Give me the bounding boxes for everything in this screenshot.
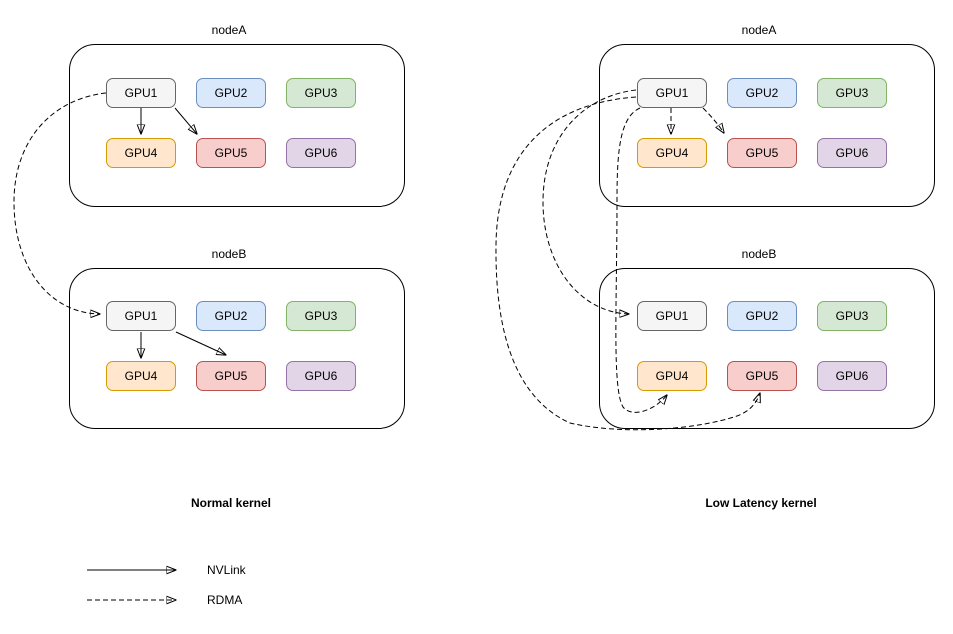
gpu-box-gpu2: GPU2 [196, 78, 266, 108]
gpu-box-gpu4: GPU4 [637, 138, 707, 168]
gpu-label: GPU5 [745, 146, 779, 160]
gpu-box-gpu4: GPU4 [106, 138, 176, 168]
gpu-box-gpu4: GPU4 [106, 361, 176, 391]
gpu-box-gpu1: GPU1 [637, 78, 707, 108]
lowlatency-nodeA-title: nodeA [741, 23, 777, 37]
gpu-box-gpu1: GPU1 [637, 301, 707, 331]
lowlatency-nodeA-box: GPU1 GPU2 GPU3 GPU4 GPU5 GPU6 [599, 44, 935, 207]
gpu-label: GPU1 [655, 86, 689, 100]
gpu-label: GPU6 [835, 146, 869, 160]
gpu-label: GPU4 [124, 369, 158, 383]
gpu-box-gpu2: GPU2 [727, 301, 797, 331]
gpu-box-gpu6: GPU6 [286, 138, 356, 168]
normal-kernel-caption: Normal kernel [190, 496, 272, 510]
gpu-box-gpu6: GPU6 [817, 361, 887, 391]
gpu-label: GPU3 [304, 309, 338, 323]
gpu-box-gpu1: GPU1 [106, 78, 176, 108]
gpu-box-gpu5: GPU5 [196, 361, 266, 391]
gpu-box-gpu3: GPU3 [286, 78, 356, 108]
normal-nodeA-box: GPU1 GPU2 GPU3 GPU4 GPU5 GPU6 [69, 44, 405, 207]
gpu-box-gpu6: GPU6 [817, 138, 887, 168]
normal-nodeA-title: nodeA [211, 23, 247, 37]
normal-nodeB-box: GPU1 GPU2 GPU3 GPU4 GPU5 GPU6 [69, 268, 405, 429]
gpu-label: GPU3 [304, 86, 338, 100]
gpu-label: GPU3 [835, 309, 869, 323]
legend-rdma-label: RDMA [207, 593, 243, 607]
gpu-label: GPU6 [304, 146, 338, 160]
gpu-label: GPU5 [214, 369, 248, 383]
legend-nvlink-label: NVLink [207, 563, 246, 577]
gpu-box-gpu2: GPU2 [727, 78, 797, 108]
lowlatency-nodeB-box: GPU1 GPU2 GPU3 GPU4 GPU5 GPU6 [599, 268, 935, 429]
gpu-box-gpu6: GPU6 [286, 361, 356, 391]
normal-nodeB-title: nodeB [211, 247, 247, 261]
gpu-box-gpu1: GPU1 [106, 301, 176, 331]
gpu-label: GPU4 [124, 146, 158, 160]
gpu-box-gpu5: GPU5 [196, 138, 266, 168]
gpu-label: GPU2 [745, 309, 779, 323]
gpu-box-gpu3: GPU3 [286, 301, 356, 331]
gpu-label: GPU2 [214, 86, 248, 100]
gpu-label: GPU2 [214, 309, 248, 323]
gpu-box-gpu4: GPU4 [637, 361, 707, 391]
gpu-label: GPU6 [304, 369, 338, 383]
gpu-label: GPU4 [655, 369, 689, 383]
gpu-box-gpu5: GPU5 [727, 361, 797, 391]
gpu-label: GPU2 [745, 86, 779, 100]
gpu-label: GPU3 [835, 86, 869, 100]
gpu-box-gpu3: GPU3 [817, 301, 887, 331]
gpu-label: GPU5 [214, 146, 248, 160]
gpu-box-gpu5: GPU5 [727, 138, 797, 168]
gpu-label: GPU1 [655, 309, 689, 323]
lowlatency-nodeB-title: nodeB [741, 247, 777, 261]
gpu-label: GPU5 [745, 369, 779, 383]
gpu-box-gpu3: GPU3 [817, 78, 887, 108]
gpu-box-gpu2: GPU2 [196, 301, 266, 331]
gpu-label: GPU1 [124, 86, 158, 100]
gpu-label: GPU6 [835, 369, 869, 383]
lowlatency-kernel-caption: Low Latency kernel [705, 496, 817, 510]
gpu-label: GPU4 [655, 146, 689, 160]
gpu-label: GPU1 [124, 309, 158, 323]
